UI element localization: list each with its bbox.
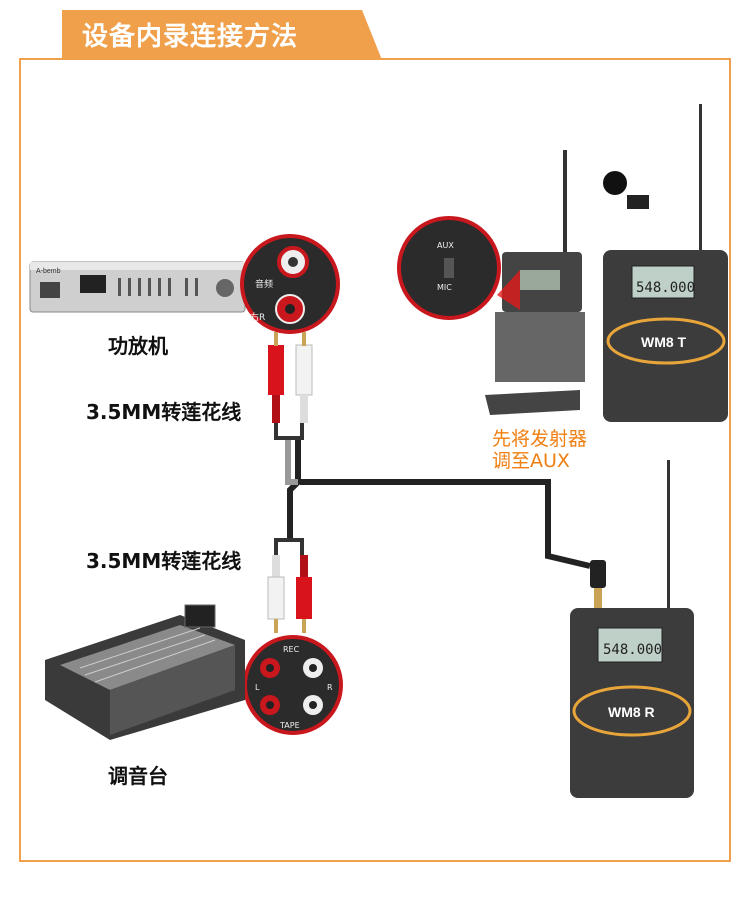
- cable-top-label: 3.5MM转莲花线: [86, 400, 242, 424]
- mixer-image: [45, 604, 245, 740]
- svg-text:TAPE: TAPE: [279, 721, 300, 730]
- svg-text:MIC: MIC: [437, 283, 452, 292]
- aux-note: 先将发射器 调至AUX: [492, 428, 587, 472]
- transmitter-device: 548.000 WM8 T: [603, 104, 728, 422]
- amp-brand-text: A-bemb: [36, 268, 61, 275]
- switch-zoom: AUX MIC: [397, 216, 501, 320]
- amplifier-image: A-bemb: [29, 261, 246, 313]
- receiver-model-text: WM8 R: [608, 704, 655, 720]
- mixer-label: 调音台: [108, 764, 168, 788]
- svg-text:音频: 音频: [255, 278, 273, 290]
- svg-text:REC: REC: [283, 645, 300, 654]
- jack-plug: [590, 560, 606, 610]
- transmitter-model-text: WM8 T: [641, 334, 687, 350]
- svg-text:548.000: 548.000: [636, 280, 695, 296]
- svg-text:L: L: [255, 683, 260, 692]
- svg-text:548.000: 548.000: [603, 642, 662, 658]
- amp-ports-zoom: 音频 右R: [240, 234, 340, 334]
- section-header: [62, 10, 382, 60]
- mixer-ports-zoom: REC L R TAPE: [243, 635, 343, 735]
- svg-text:R: R: [327, 683, 333, 692]
- svg-text:AUX: AUX: [437, 241, 454, 250]
- svg-text:右R: 右R: [250, 311, 265, 323]
- rca-plugs-bottom: [267, 538, 312, 633]
- amplifier-label: 功放机: [108, 334, 168, 358]
- cable-wire: [287, 438, 591, 569]
- page-title: 设备内录连接方法: [82, 22, 299, 52]
- aux-note-line2: 调至AUX: [492, 450, 570, 472]
- cable-bottom-label: 3.5MM转莲花线: [86, 549, 242, 573]
- receiver-device: 548.000 WM8 R: [570, 460, 694, 798]
- rca-plugs-top: [268, 332, 313, 440]
- aux-note-line1: 先将发射器: [492, 428, 588, 450]
- transmitter-side-image: [485, 150, 585, 415]
